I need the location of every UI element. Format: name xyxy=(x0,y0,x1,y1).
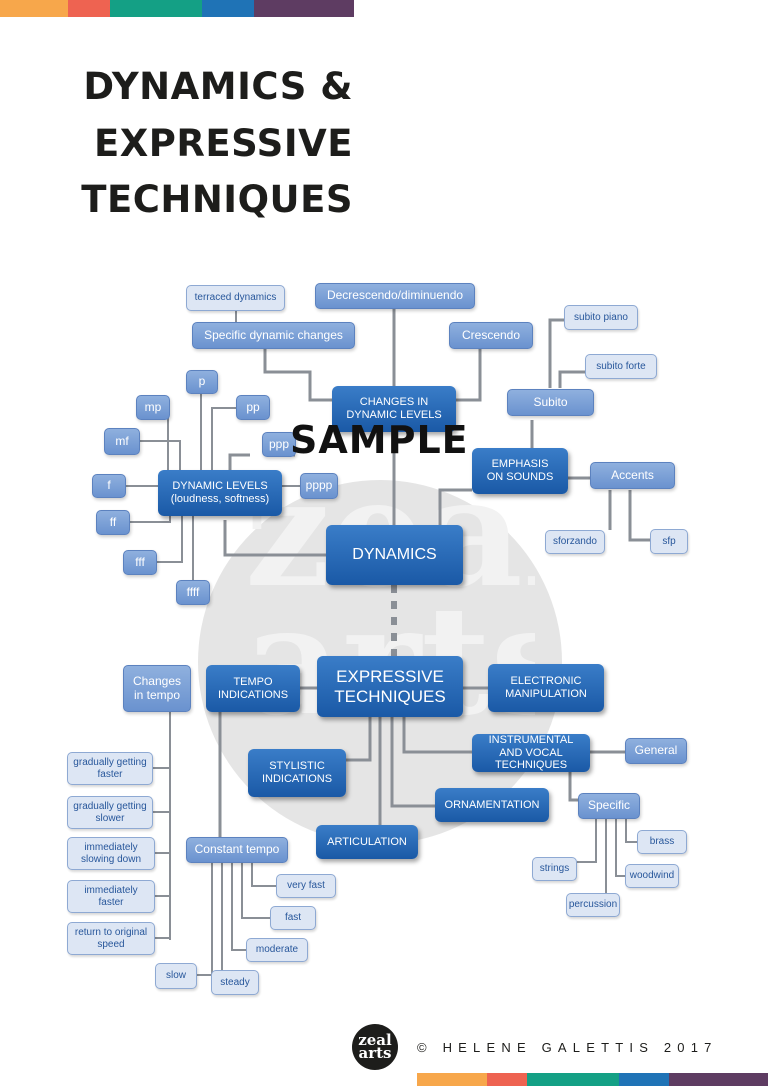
node-ornamentation: ORNAMENTATION xyxy=(435,788,549,822)
node-sforzando: sforzando xyxy=(545,530,605,554)
node-general: General xyxy=(625,738,687,764)
node-specific-dynamic-changes: Specific dynamic changes xyxy=(192,322,355,349)
sample-watermark: SAMPLE xyxy=(290,418,469,462)
node-very-fast: very fast xyxy=(276,874,336,898)
node-mp: mp xyxy=(136,395,170,420)
node-tempo-indications: TEMPO INDICATIONS xyxy=(206,665,300,712)
node-woodwind: woodwind xyxy=(625,864,679,888)
node-expressive-techniques: EXPRESSIVE TECHNIQUES xyxy=(317,656,463,717)
top-stripe-red xyxy=(68,0,110,17)
node-fast: fast xyxy=(270,906,316,930)
node-return-original-speed: return to original speed xyxy=(67,922,155,955)
node-changes-in-tempo: Changes in tempo xyxy=(123,665,191,712)
node-slow: slow xyxy=(155,963,197,989)
node-ffff: ffff xyxy=(176,580,210,605)
node-brass: brass xyxy=(637,830,687,854)
node-ppp: ppp xyxy=(262,432,296,457)
node-gradually-slower: gradually getting slower xyxy=(67,796,153,829)
node-ff: ff xyxy=(96,510,130,535)
node-mf: mf xyxy=(104,428,140,455)
node-subito: Subito xyxy=(507,389,594,416)
node-decrescendo: Decrescendo/diminuendo xyxy=(315,283,475,309)
bottom-stripe-green xyxy=(527,1073,619,1086)
node-steady: steady xyxy=(211,970,259,995)
node-dynamic-levels: DYNAMIC LEVELS (loudness, softness) xyxy=(158,470,282,516)
node-changes-in-dynamic-levels: CHANGES IN DYNAMIC LEVELS xyxy=(332,386,456,432)
node-stylistic-indications: STYLISTIC INDICATIONS xyxy=(248,749,346,797)
top-stripe-blue xyxy=(202,0,254,17)
bottom-stripe-blue xyxy=(619,1073,669,1086)
node-pp: pp xyxy=(236,395,270,420)
node-f: f xyxy=(92,474,126,498)
copyright-text: © HELENE GALETTIS 2017 xyxy=(417,1040,718,1055)
node-immediately-faster: immediately faster xyxy=(67,880,155,913)
node-p: p xyxy=(186,370,218,394)
page-title-line-3: TECHNIQUES xyxy=(81,178,353,221)
node-crescendo: Crescendo xyxy=(449,322,533,349)
node-moderate: moderate xyxy=(246,938,308,962)
node-percussion: percussion xyxy=(566,893,620,917)
node-constant-tempo: Constant tempo xyxy=(186,837,288,863)
bottom-stripe-purple xyxy=(669,1073,768,1086)
node-subito-forte: subito forte xyxy=(585,354,657,379)
top-stripe-purple xyxy=(254,0,354,17)
node-subito-piano: subito piano xyxy=(564,305,638,330)
node-immediately-slowing: immediately slowing down xyxy=(67,837,155,870)
node-specific: Specific xyxy=(578,793,640,819)
bottom-stripe-orange xyxy=(417,1073,487,1086)
node-sfp: sfp xyxy=(650,529,688,554)
page-title-line-2: EXPRESSIVE xyxy=(94,122,353,165)
node-emphasis-on-sounds: EMPHASIS ON SOUNDS xyxy=(472,448,568,494)
node-electronic-manipulation: ELECTRONIC MANIPULATION xyxy=(488,664,604,712)
node-articulation: ARTICULATION xyxy=(316,825,418,859)
node-strings: strings xyxy=(532,857,577,881)
node-fff: fff xyxy=(123,550,157,575)
node-dynamics: DYNAMICS xyxy=(326,525,463,585)
node-terraced-dynamics: terraced dynamics xyxy=(186,285,285,311)
node-accents: Accents xyxy=(590,462,675,489)
top-stripe-green xyxy=(110,0,202,17)
node-pppp: pppp xyxy=(300,473,338,499)
page-title-line-1: DYNAMICS & xyxy=(83,65,353,108)
node-gradually-faster: gradually getting faster xyxy=(67,752,153,785)
top-stripe-orange xyxy=(0,0,68,17)
node-instrumental-vocal-techniques: INSTRUMENTAL AND VOCAL TECHNIQUES xyxy=(472,734,590,772)
bottom-stripe-red xyxy=(487,1073,527,1086)
